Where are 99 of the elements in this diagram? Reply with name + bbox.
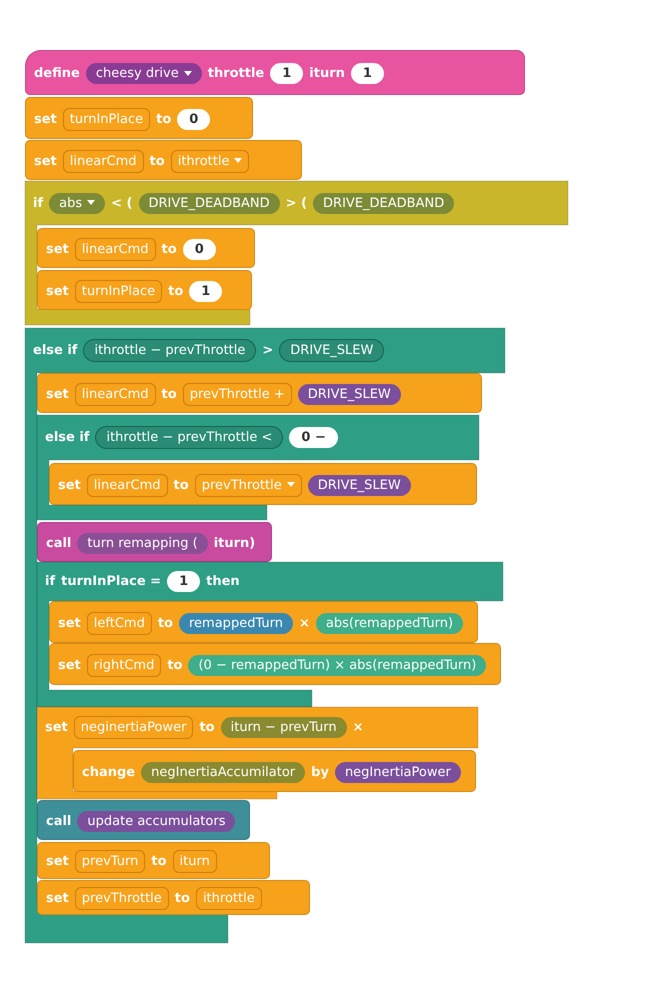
- keyword-label: define: [34, 66, 80, 81]
- keyword-label: set: [46, 242, 69, 256]
- variable-slot: ithrottle: [196, 887, 262, 910]
- keyword-label: change: [82, 764, 136, 780]
- keyword-label: > (: [286, 196, 308, 210]
- keyword-label: call: [46, 536, 72, 550]
- keyword-label: set: [34, 112, 57, 126]
- reporter-pill: DRIVE_DEADBAND: [138, 192, 280, 214]
- variable-slot: linearCmd: [74, 382, 156, 406]
- keyword-label: throttle: [208, 66, 264, 81]
- keyword-label: to: [199, 720, 215, 735]
- code-block: [49, 463, 477, 505]
- keyword-label: ×: [299, 616, 310, 630]
- number-field: 1: [270, 63, 304, 84]
- reporter-pill: negInertiaPower: [334, 762, 461, 782]
- variable-slot: prevThrottle +: [182, 382, 292, 406]
- keyword-label: set: [58, 616, 81, 630]
- keyword-label: to: [162, 242, 177, 256]
- keyword-label: >: [262, 343, 274, 358]
- variable-slot: leftCmd: [86, 612, 152, 634]
- keyword-label: then: [206, 574, 240, 589]
- reporter-pill: DRIVE_SLEW: [298, 384, 401, 404]
- code-block: [37, 800, 250, 840]
- code-block: [25, 97, 253, 139]
- expression-pill: ithrottle − prevThrottle <: [95, 426, 284, 449]
- keyword-label: if: [45, 574, 56, 589]
- keyword-label: if: [33, 196, 44, 210]
- variable-slot: neginertiaPower: [74, 716, 194, 739]
- keyword-label: set: [46, 386, 69, 402]
- variable-slot: prevTurn: [74, 850, 146, 873]
- number-field: 1: [350, 63, 384, 84]
- number-field: 0: [182, 238, 216, 260]
- code-block: [73, 750, 476, 792]
- code-block: [37, 842, 270, 879]
- keyword-label: to: [174, 478, 189, 492]
- reporter-pill: negInertiaAccumilator: [141, 762, 306, 782]
- keyword-label: set: [58, 478, 81, 492]
- keyword-label: < (: [111, 196, 132, 210]
- keyword-label: set: [46, 891, 69, 906]
- keyword-label: ×: [352, 720, 364, 735]
- keyword-label: to: [174, 891, 190, 906]
- variable-slot: linearCmd: [62, 150, 144, 172]
- keyword-label: iturn: [309, 66, 345, 81]
- c-block: [37, 562, 503, 707]
- keyword-label: to: [150, 154, 165, 168]
- code-block: [49, 601, 478, 643]
- code-block: [37, 522, 272, 562]
- c-block: [25, 328, 505, 943]
- keyword-label: to: [168, 284, 184, 298]
- keyword-label: else if: [33, 343, 78, 358]
- reporter-pill: iturn − prevTurn: [220, 717, 347, 738]
- variable-slot: iturn: [172, 850, 217, 873]
- number-field: 0: [177, 108, 210, 130]
- reporter-pill: DRIVE_SLEW: [308, 474, 411, 496]
- variable-slot: rightCmd: [86, 654, 162, 676]
- reporter-pill: turn remapping (: [77, 532, 208, 554]
- reporter-pill: cheesy drive: [86, 63, 202, 84]
- reporter-pill: abs(remappedTurn): [316, 612, 464, 634]
- keyword-label: to: [151, 854, 167, 869]
- reporter-pill: abs: [49, 192, 106, 214]
- keyword-label: to: [167, 658, 182, 672]
- keyword-label: set: [46, 284, 69, 298]
- c-block: [37, 707, 478, 799]
- code-block: [37, 270, 252, 310]
- variable-slot: prevThrottle: [194, 474, 302, 496]
- keyword-label: to: [158, 616, 173, 630]
- code-block: [37, 880, 310, 915]
- code-block: [37, 228, 255, 268]
- keyword-label: turnInPlace =: [61, 574, 162, 589]
- expression-pill: DRIVE_SLEW: [279, 339, 384, 362]
- keyword-label: set: [34, 154, 57, 168]
- variable-slot: ithrottle: [170, 150, 250, 172]
- variable-slot: turnInPlace: [74, 280, 162, 302]
- keyword-label: set: [45, 720, 68, 735]
- number-field: 0 −: [289, 427, 338, 448]
- keyword-label: else if: [45, 430, 90, 445]
- code-block: [25, 140, 302, 180]
- keyword-label: call: [46, 814, 72, 828]
- keyword-label: iturn): [214, 536, 256, 550]
- code-block: [37, 373, 482, 413]
- keyword-label: set: [46, 854, 69, 869]
- variable-slot: linearCmd: [86, 474, 168, 496]
- reporter-pill: remappedTurn: [179, 612, 294, 634]
- keyword-label: set: [58, 658, 81, 672]
- keyword-label: to: [162, 386, 177, 402]
- expression-pill: ithrottle − prevThrottle: [83, 339, 256, 362]
- reporter-pill: DRIVE_DEADBAND: [313, 192, 454, 214]
- c-block: [37, 415, 479, 520]
- keyword-label: to: [156, 112, 172, 126]
- variable-slot: linearCmd: [74, 238, 156, 260]
- number-field: 1: [189, 280, 222, 302]
- define-block: [25, 50, 525, 95]
- variable-slot: turnInPlace: [62, 108, 150, 130]
- code-block: [49, 643, 502, 685]
- keyword-label: by: [311, 764, 329, 780]
- reporter-pill: (0 − remappedTurn) × abs(remappedTurn): [188, 654, 486, 676]
- c-block: [25, 181, 568, 325]
- reporter-pill: update accumulators: [77, 810, 236, 832]
- variable-slot: prevThrottle: [74, 887, 169, 910]
